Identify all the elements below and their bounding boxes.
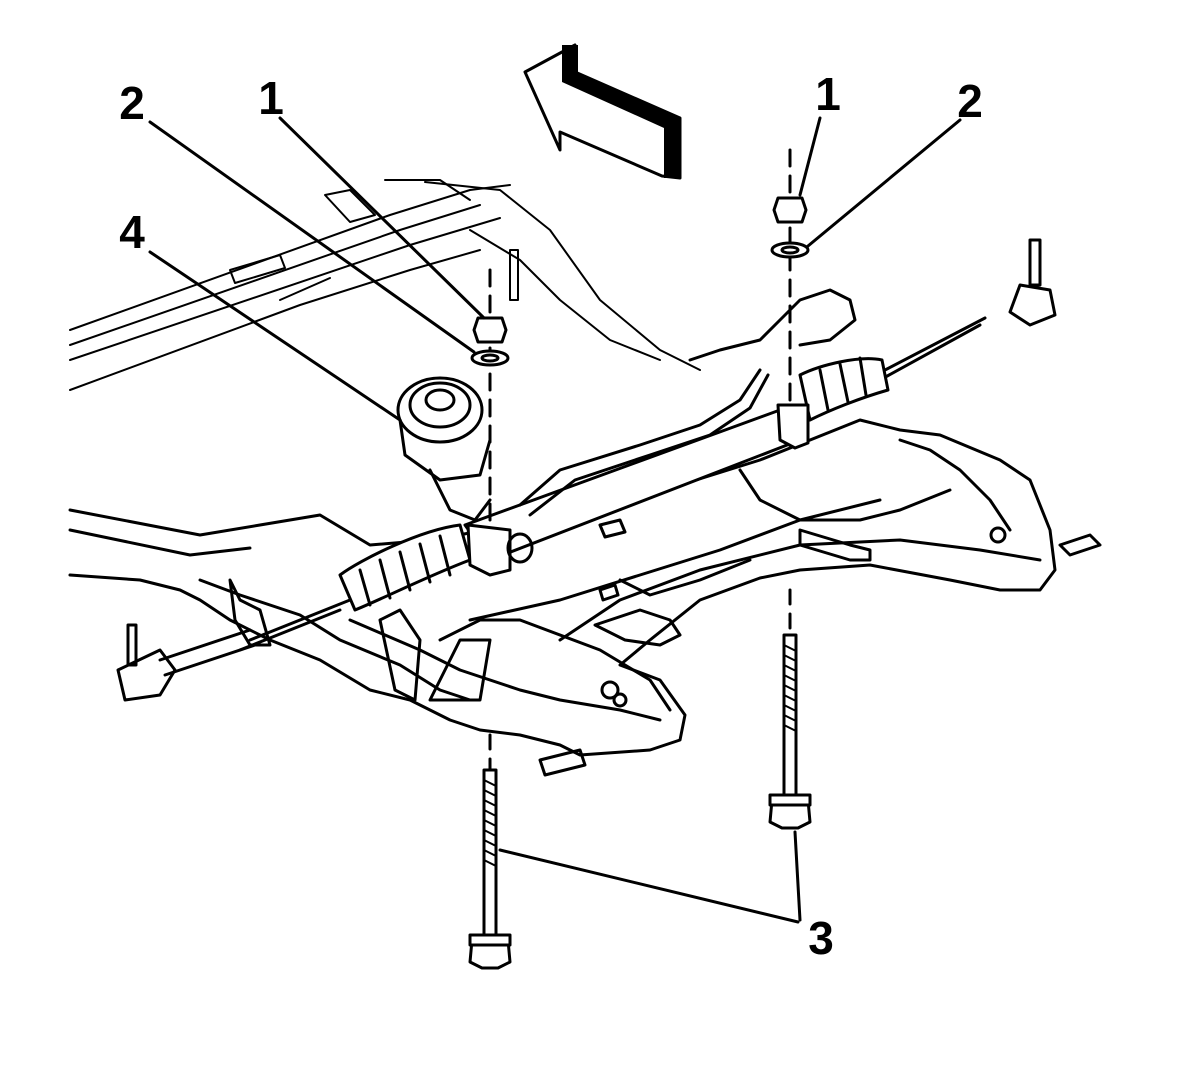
engine-mount xyxy=(396,376,492,522)
callout-1-left: 1 xyxy=(258,72,284,124)
body-floor-rails xyxy=(69,179,701,391)
washer-left xyxy=(470,349,510,367)
bolt-centerlines-lower xyxy=(488,588,792,772)
washer-right xyxy=(770,241,810,259)
front-direction-arrow xyxy=(523,43,682,180)
callout-3: 3 xyxy=(808,912,834,964)
crossmember-bolt-left xyxy=(468,768,512,970)
callout-1-right: 1 xyxy=(815,68,841,120)
tie-rod-end-left xyxy=(116,623,257,702)
nut-left xyxy=(472,316,508,344)
tie-rod-end-right xyxy=(1008,238,1057,327)
front-crossmember xyxy=(68,418,1102,777)
nut-right xyxy=(772,196,808,224)
callout-2-right: 2 xyxy=(957,75,983,127)
leader-lines xyxy=(148,116,962,924)
callout-2-left: 2 xyxy=(119,77,145,129)
callout-4: 4 xyxy=(119,206,145,258)
bolt-centerlines xyxy=(488,148,792,532)
crossmember-bolt-right xyxy=(768,633,812,830)
steering-gear xyxy=(238,288,987,652)
